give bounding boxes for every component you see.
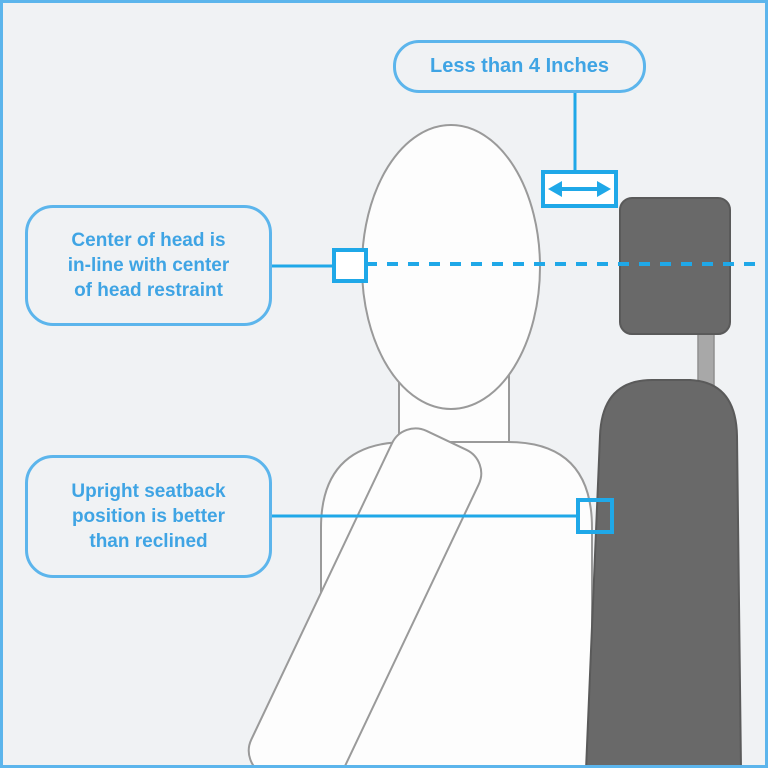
callout-head-center: Center of head is in-line with center of…	[25, 205, 272, 326]
callout-distance-label: Less than 4 Inches	[430, 55, 609, 77]
callout-head-center-line1: Center of head is	[71, 230, 226, 251]
person-head	[361, 124, 541, 410]
callout-seatback: Upright seatback position is better than…	[25, 455, 272, 578]
left-right-arrow-icon	[548, 181, 611, 197]
callout-seatback-line2: position is better	[71, 506, 226, 527]
callout-head-center-line2: in-line with center	[67, 255, 230, 276]
callout-seatback-line1: Upright seatback	[71, 481, 226, 502]
seatback-marker	[576, 498, 614, 534]
callout-seatback-line3: than reclined	[89, 531, 208, 552]
head-restraint	[619, 197, 731, 335]
seat-back	[585, 379, 742, 765]
head-center-marker	[332, 248, 368, 283]
seatbelt	[247, 427, 483, 765]
callout-distance: Less than 4 Inches	[393, 40, 646, 93]
callout-head-center-line3: of head restraint	[74, 280, 223, 301]
